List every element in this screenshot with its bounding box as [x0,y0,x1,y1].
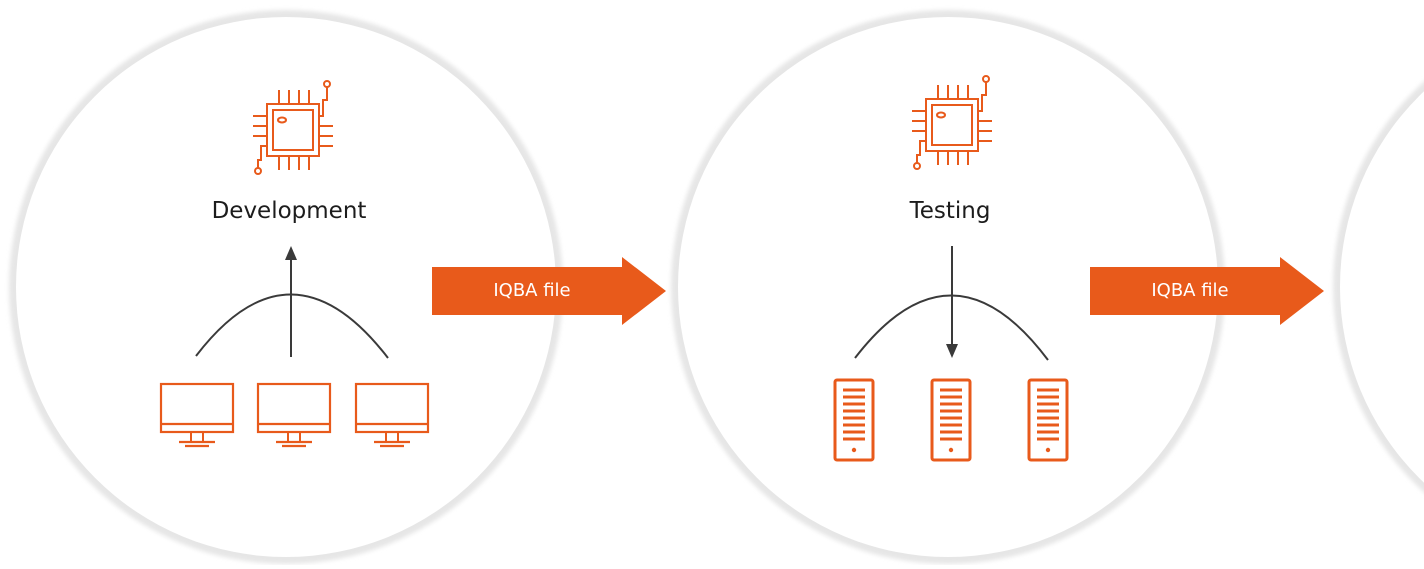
arrow-label-2: IQBA file [1151,280,1229,301]
stage-label-testing: Testing [909,198,991,224]
stage-circle-development [9,10,563,564]
stage-circle-next [1333,81,1424,493]
stage-label-development: Development [211,198,367,224]
up-arrow-icon [285,246,297,357]
down-arrow-icon [946,246,958,358]
arrow-label-1: IQBA file [493,280,571,301]
stage-circle-testing [671,10,1225,564]
